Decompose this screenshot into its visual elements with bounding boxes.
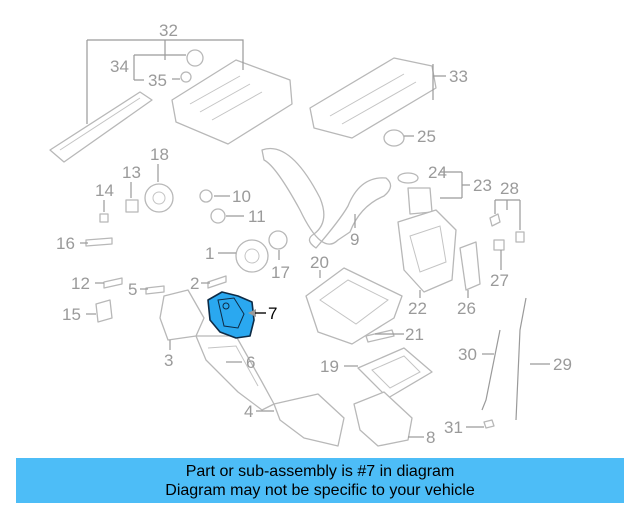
callout-16: 16: [56, 234, 75, 253]
callout-15: 15: [62, 305, 81, 324]
callout-26: 26: [457, 299, 476, 318]
callout-6: 6: [246, 353, 255, 372]
callout-27: 27: [490, 271, 509, 290]
callout-34: 34: [110, 57, 129, 76]
callout-labels: 32 34 35 33 25 24 23 28 18 13 14 10 11 9…: [56, 21, 572, 447]
highlighted-part-7[interactable]: [207, 291, 255, 339]
callout-29: 29: [553, 355, 572, 374]
callout-8: 8: [426, 428, 435, 447]
callout-2: 2: [190, 274, 199, 293]
info-banner: Part or sub-assembly is #7 in diagram Di…: [16, 458, 624, 503]
callout-12: 12: [71, 274, 90, 293]
callout-35: 35: [148, 71, 167, 90]
callout-33: 33: [449, 67, 468, 86]
callout-9: 9: [350, 230, 359, 249]
banner-line-2: Diagram may not be specific to your vehi…: [165, 481, 475, 499]
banner-line-1: Part or sub-assembly is #7 in diagram: [185, 462, 455, 480]
part-outlines: [49, 49, 527, 447]
callout-22: 22: [408, 299, 427, 318]
callout-5: 5: [128, 280, 137, 299]
callout-10: 10: [232, 187, 251, 206]
callout-4: 4: [244, 402, 253, 421]
callout-19: 19: [320, 357, 339, 376]
callout-25: 25: [417, 127, 436, 146]
callout-18: 18: [150, 145, 169, 164]
callout-11: 11: [248, 207, 266, 226]
callout-13: 13: [122, 163, 141, 182]
callout-32: 32: [159, 21, 178, 40]
callout-20: 20: [310, 253, 329, 272]
callout-21: 21: [405, 325, 424, 344]
leader-lines: [80, 39, 550, 438]
callout-1: 1: [205, 244, 214, 263]
callout-24: 24: [428, 163, 447, 182]
callout-28: 28: [500, 179, 519, 198]
callout-14: 14: [95, 181, 114, 200]
callout-31: 31: [444, 418, 463, 437]
callout-7: 7: [268, 304, 277, 323]
callout-3: 3: [164, 351, 173, 370]
callout-30: 30: [458, 345, 477, 364]
callout-23: 23: [473, 176, 492, 195]
callout-17: 17: [271, 263, 290, 282]
